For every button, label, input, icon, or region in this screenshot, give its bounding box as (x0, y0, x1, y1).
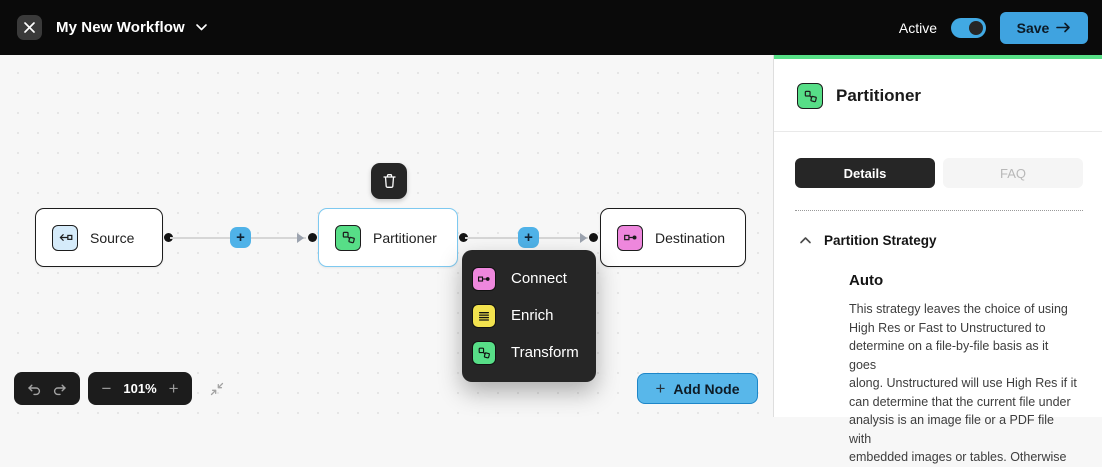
menu-item-label: Enrich (511, 307, 554, 324)
add-node-button-label: Add Node (673, 380, 740, 397)
menu-item-enrich[interactable]: Enrich (462, 297, 596, 334)
fit-view-button[interactable] (200, 372, 234, 405)
node-settings-panel: Partitioner Details FAQ Partition Strate… (773, 55, 1102, 464)
delete-node-button[interactable] (371, 163, 407, 199)
edge-partitioner-out-dot (459, 233, 468, 242)
arrow-right-icon (1056, 22, 1071, 33)
zoom-controls: − 101% + (88, 372, 192, 405)
menu-item-transform[interactable]: Transform (462, 334, 596, 371)
panel-accent-bar (774, 55, 1102, 59)
workflow-title-dropdown[interactable] (195, 23, 208, 32)
chevron-down-icon (195, 23, 208, 32)
collapse-icon (210, 382, 224, 396)
toggle-knob (969, 20, 983, 35)
chevron-up-icon (799, 236, 812, 245)
undo-button[interactable] (26, 382, 42, 396)
zoom-in-button[interactable]: + (168, 378, 179, 398)
active-toggle[interactable] (951, 17, 986, 38)
save-button-label: Save (1016, 19, 1050, 36)
topbar-right-group: Active Save (898, 11, 1088, 44)
history-controls (14, 372, 80, 405)
strategy-description: This strategy leaves the choice of using… (849, 302, 1077, 464)
undo-icon (26, 382, 42, 396)
transform-icon (472, 340, 496, 365)
top-bar: My New Workflow Active Save (0, 0, 1102, 55)
connect-icon (472, 266, 496, 291)
enrich-icon (472, 303, 496, 328)
save-button[interactable]: Save (1000, 11, 1088, 44)
plus-icon: + (655, 378, 666, 398)
menu-item-label: Connect (511, 270, 567, 287)
menu-item-label: Transform (511, 344, 579, 361)
source-icon (52, 224, 78, 251)
node-partitioner[interactable]: Partitioner (318, 208, 458, 267)
workflow-title: My New Workflow (56, 19, 185, 36)
zoom-level: 101% (123, 381, 157, 396)
divider (795, 210, 1083, 211)
tab-faq[interactable]: FAQ (943, 158, 1083, 188)
edge-source-out-dot (164, 233, 173, 242)
add-node-menu: Connect Enrich Transform (462, 250, 596, 382)
zoom-out-button[interactable]: − (101, 378, 112, 398)
panel-header: Partitioner (774, 59, 1102, 132)
edge-destination-in-dot (589, 233, 598, 242)
node-source[interactable]: Source (35, 208, 163, 267)
partition-strategy-section-header[interactable]: Partition Strategy (799, 233, 1102, 248)
panel-tabs: Details FAQ (795, 158, 1083, 188)
redo-button[interactable] (52, 382, 68, 396)
close-icon (23, 21, 36, 34)
edge-arrowhead-2 (580, 233, 587, 243)
node-destination[interactable]: Destination (600, 208, 746, 267)
add-node-button[interactable]: + Add Node (637, 373, 758, 404)
close-button[interactable] (17, 15, 42, 40)
active-toggle-label: Active (898, 19, 937, 36)
tab-details[interactable]: Details (795, 158, 935, 188)
redo-icon (52, 382, 68, 396)
partitioner-icon (335, 224, 361, 251)
node-label: Partitioner (373, 229, 437, 246)
edge-partitioner-in-dot (308, 233, 317, 242)
trash-icon (382, 173, 397, 189)
edge-add-node-button-1[interactable]: + (230, 227, 251, 248)
destination-icon (617, 224, 643, 251)
partitioner-icon (797, 83, 823, 109)
edge-add-node-button-2[interactable]: + (518, 227, 539, 248)
menu-item-connect[interactable]: Connect (462, 260, 596, 297)
node-label: Source (90, 229, 135, 246)
strategy-name: Auto (849, 272, 884, 289)
workflow-canvas[interactable]: + + Source Partitioner Destination Conne… (0, 55, 773, 417)
panel-title: Partitioner (836, 86, 922, 105)
edge-arrowhead-1 (297, 233, 304, 243)
node-label: Destination (655, 229, 726, 246)
section-title: Partition Strategy (824, 233, 937, 248)
